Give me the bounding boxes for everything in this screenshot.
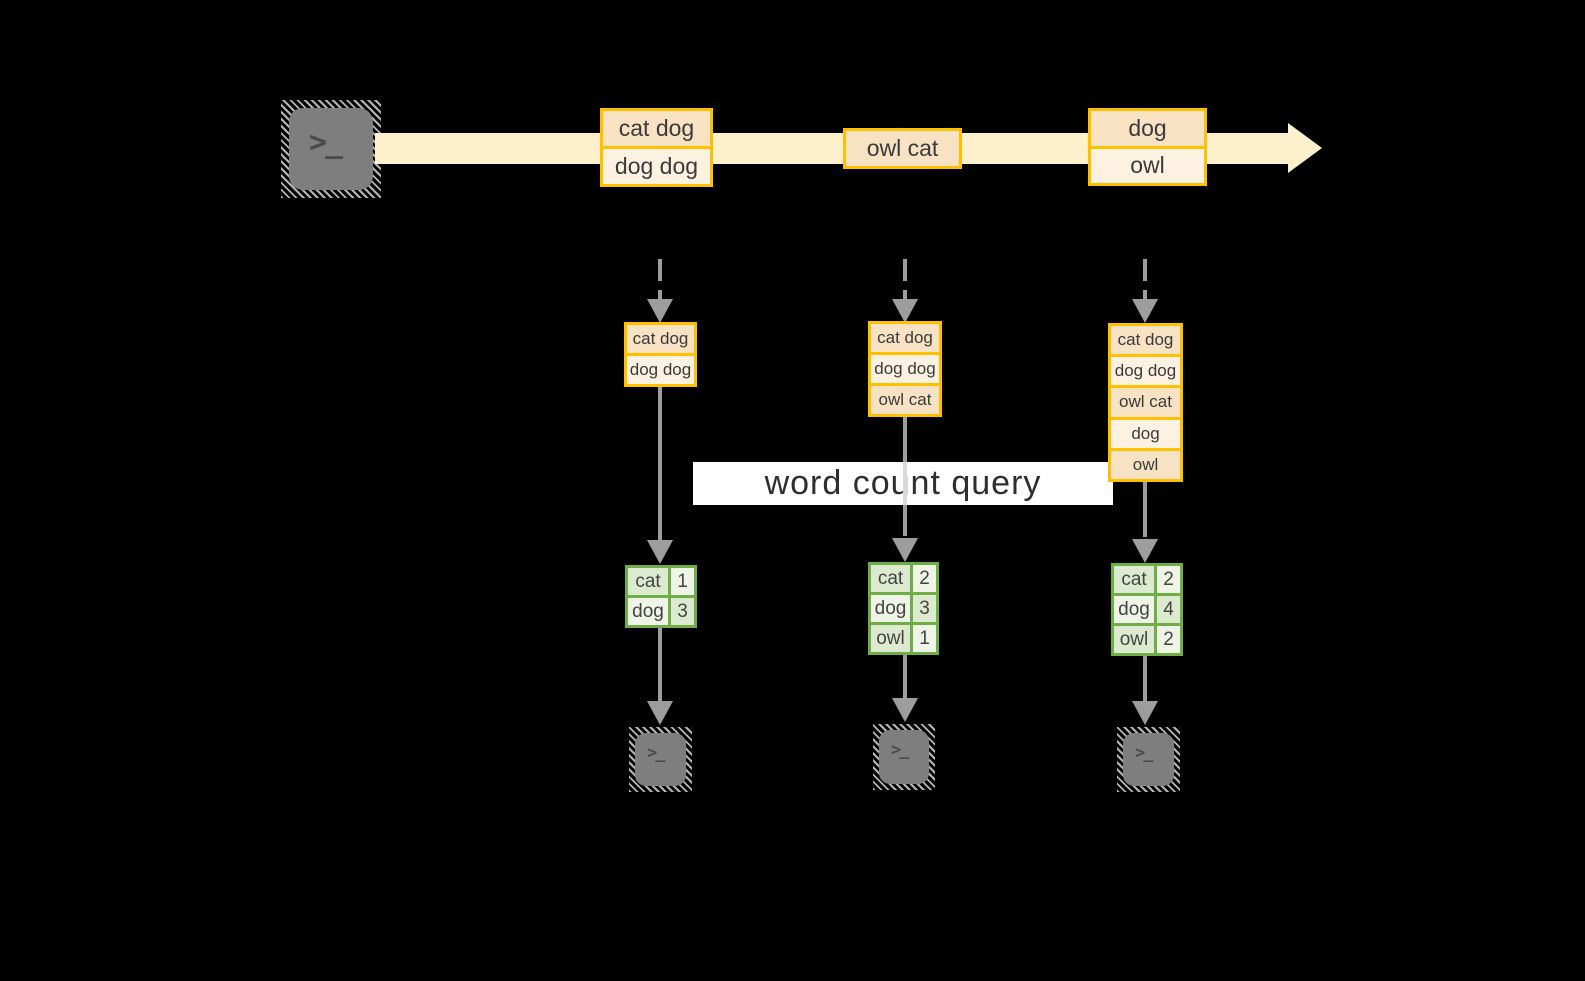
buffer-row: owl cat [871,386,939,414]
ingest-arrowhead-icon [647,299,673,323]
table-cell-count: 4 [1157,596,1180,623]
buffer-row: cat dog [1111,326,1180,355]
table-cell-count: 2 [1157,626,1180,653]
buffer-stack: cat dog dog dog [624,322,697,387]
output-terminal-icon: >_ [1117,727,1180,792]
buffer-row: dog dog [627,356,694,384]
buffer-stack: cat dog dog dog owl cat [868,321,942,417]
table-cell-count: 3 [671,598,694,625]
output-arrowhead-icon [1132,701,1158,725]
query-flow-arrowhead-icon [892,538,918,562]
message-row: owl [1091,148,1204,183]
message-row: owl cat [846,131,959,166]
terminal-prompt-icon: >_ [647,743,666,763]
message-row: cat dog [603,111,710,146]
terminal-screen: >_ [1123,733,1174,786]
terminal-prompt-icon: >_ [891,740,910,760]
buffer-row: dog dog [871,355,939,383]
query-flow-arrow [658,387,662,540]
output-arrowhead-icon [647,701,673,725]
ingest-arrow-dashed [903,259,907,299]
source-terminal-icon: >_ [281,100,381,198]
ingest-arrowhead-icon [892,299,918,323]
buffer-row: cat dog [871,324,939,352]
output-arrow [658,626,662,701]
table-cell-count: 1 [913,625,936,652]
terminal-screen: >_ [635,733,686,786]
terminal-prompt-icon: >_ [309,125,343,160]
terminal-screen: >_ [289,108,373,190]
query-flow-arrowhead-icon [1132,539,1158,563]
table-cell-count: 1 [671,568,694,595]
table-cell-count: 2 [1157,566,1180,593]
table-cell-word: cat [628,568,668,595]
query-label: word count query [764,464,1042,502]
table-cell-word: dog [1114,596,1154,623]
table-cell-word: cat [1114,566,1154,593]
message-row: dog [1091,111,1204,146]
table-cell-count: 2 [913,565,936,592]
buffer-row: cat dog [627,325,694,353]
terminal-screen: >_ [879,730,929,784]
table-cell-word: owl [1114,626,1154,653]
terminal-prompt-icon: >_ [1135,743,1154,763]
buffer-row: owl cat [1111,388,1180,417]
table-cell-word: dog [871,595,910,622]
arrow-through-band [903,462,907,505]
output-arrow [903,652,907,698]
message-row: dog dog [603,149,710,184]
query-flow-arrowhead-icon [647,540,673,564]
ingest-arrowhead-icon [1132,299,1158,323]
table-cell-word: dog [628,598,668,625]
buffer-row: owl [1111,450,1180,479]
ingest-arrow-dashed [658,259,662,299]
stream-message-box: owl cat [843,128,962,169]
stream-arrowhead-icon [1288,123,1322,173]
output-arrow [1143,653,1147,701]
table-cell-word: cat [871,565,910,592]
output-terminal-icon: >_ [629,727,692,792]
table-cell-word: owl [871,625,910,652]
buffer-row: dog dog [1111,357,1180,386]
table-cell-count: 3 [913,595,936,622]
ingest-arrow-dashed [1143,259,1147,299]
buffer-row: dog [1111,419,1180,448]
query-flow-arrow [1143,479,1147,537]
output-terminal-icon: >_ [873,724,935,790]
output-arrowhead-icon [892,698,918,722]
